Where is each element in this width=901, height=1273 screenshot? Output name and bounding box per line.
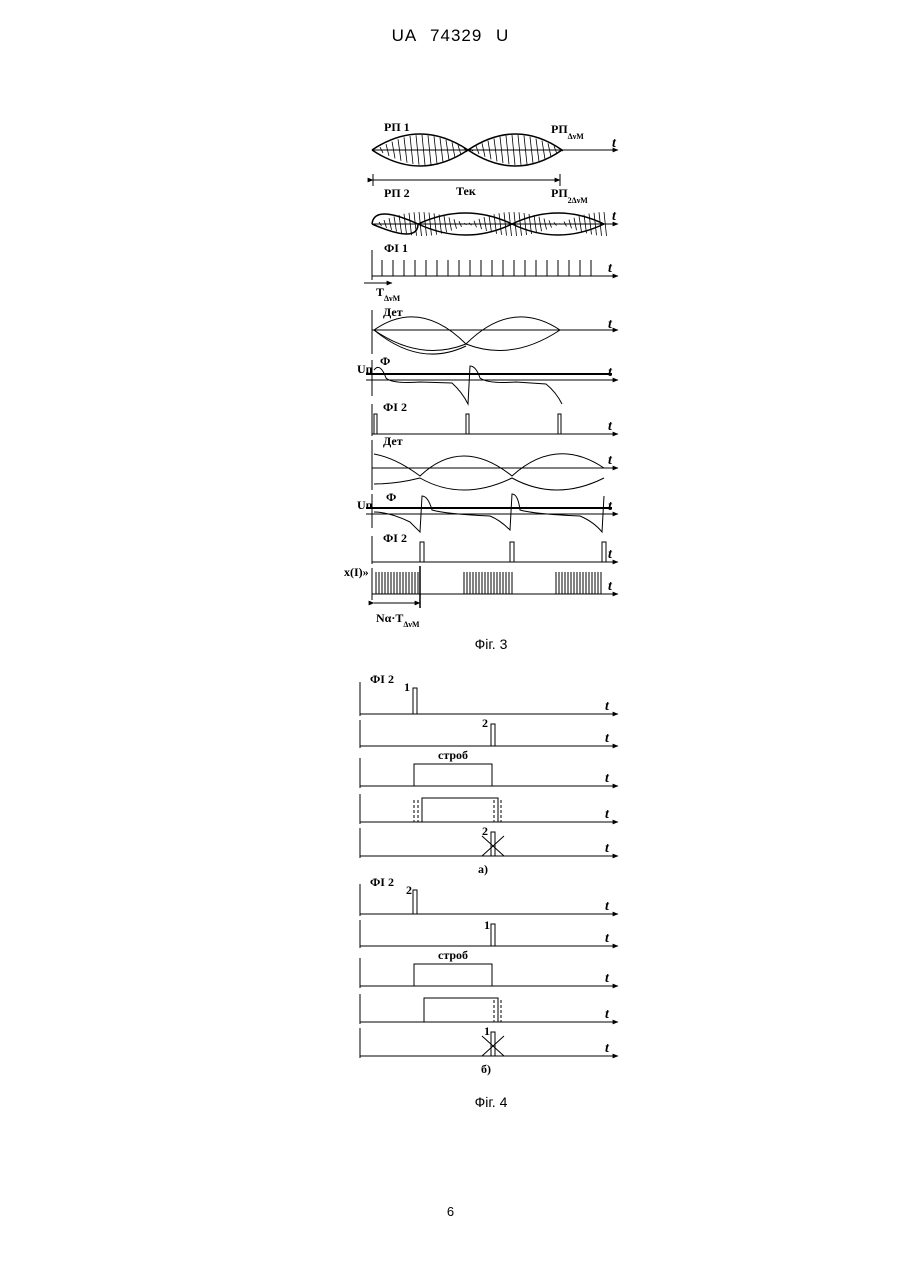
- strob-label-b: строб: [438, 948, 468, 962]
- fig4b-row1: [360, 884, 618, 916]
- t-axis-label: t: [612, 136, 617, 151]
- num-1: 1: [404, 680, 410, 694]
- t-axis-label: t: [605, 1041, 610, 1056]
- phi1-label: Ф: [380, 354, 390, 368]
- t-axis-label: t: [608, 453, 613, 468]
- rp2-trace: [372, 212, 618, 236]
- page-number: 6: [0, 1204, 901, 1219]
- tdv-label: ТΔνМ: [376, 285, 401, 303]
- fig4b-strob: [360, 958, 618, 988]
- t-axis-label: t: [605, 807, 610, 822]
- fig4a-row1: [360, 682, 618, 716]
- x-trace: [372, 568, 618, 600]
- x-label: x(I)»: [344, 565, 369, 579]
- det1-trace: [372, 310, 618, 354]
- label-b: б): [481, 1062, 491, 1076]
- fig4a-row2: [360, 720, 618, 748]
- t-axis-label: t: [608, 419, 613, 434]
- fi2b-trace: [372, 536, 618, 564]
- t-axis-label: t: [605, 931, 610, 946]
- t-axis-label: t: [608, 261, 613, 276]
- t-axis-label: t: [605, 731, 610, 746]
- fig4a-row5: [360, 828, 618, 858]
- fi2-b-label: ФІ 2: [370, 875, 394, 889]
- t-axis-label: t: [605, 971, 610, 986]
- num-2: 2: [482, 716, 488, 730]
- det1-label: Дет: [383, 305, 403, 319]
- phi1-trace: [366, 360, 618, 404]
- un2-label: Uп: [357, 498, 373, 512]
- strob-label-a: строб: [438, 748, 468, 762]
- fig4a-strob: [360, 758, 618, 788]
- fi2-label: ФІ 2: [383, 400, 407, 414]
- rp2-dv-label: РП2ΔνМ: [551, 186, 588, 205]
- n-label: Nα·ТΔνМ: [376, 611, 420, 629]
- rp2-label: РП 2: [384, 186, 410, 200]
- fig4b-row4: [360, 994, 618, 1024]
- fi1-label: ФІ 1: [384, 241, 408, 255]
- num-2b: 2: [482, 824, 488, 838]
- t-axis-label: t: [608, 499, 613, 514]
- num-2c: 2: [406, 883, 412, 897]
- fig4-caption: Фіг. 4: [0, 1094, 901, 1110]
- fi2b-label: ФІ 2: [383, 531, 407, 545]
- phi2-label: Ф: [386, 490, 396, 504]
- t-axis-label: t: [605, 841, 610, 856]
- fi2-trace: [372, 404, 618, 436]
- num-1c: 1: [484, 1024, 490, 1038]
- t-axis-label: t: [605, 1007, 610, 1022]
- num-1b: 1: [484, 918, 490, 932]
- t-axis-label: t: [605, 771, 610, 786]
- fi1-trace: [372, 250, 618, 280]
- phi2-trace: [366, 494, 618, 532]
- fig3-caption: Фіг. 3: [0, 636, 901, 652]
- t-axis-label: t: [608, 547, 613, 562]
- tek-label: Тек: [456, 184, 476, 198]
- label-a: а): [478, 862, 488, 876]
- t-axis-label: t: [605, 699, 610, 714]
- fig4a-row4: [360, 794, 618, 824]
- t-axis-label: t: [608, 365, 613, 380]
- t-axis-label: t: [605, 899, 610, 914]
- det2-trace: [372, 440, 618, 490]
- rp1-label: РП 1: [384, 120, 410, 134]
- det2-label: Дет: [383, 434, 403, 448]
- t-axis-label: t: [612, 209, 617, 224]
- fi2-a-label: ФІ 2: [370, 672, 394, 686]
- t-axis-label: t: [608, 579, 613, 594]
- rp1-dv-label: РПΔνМ: [551, 122, 584, 141]
